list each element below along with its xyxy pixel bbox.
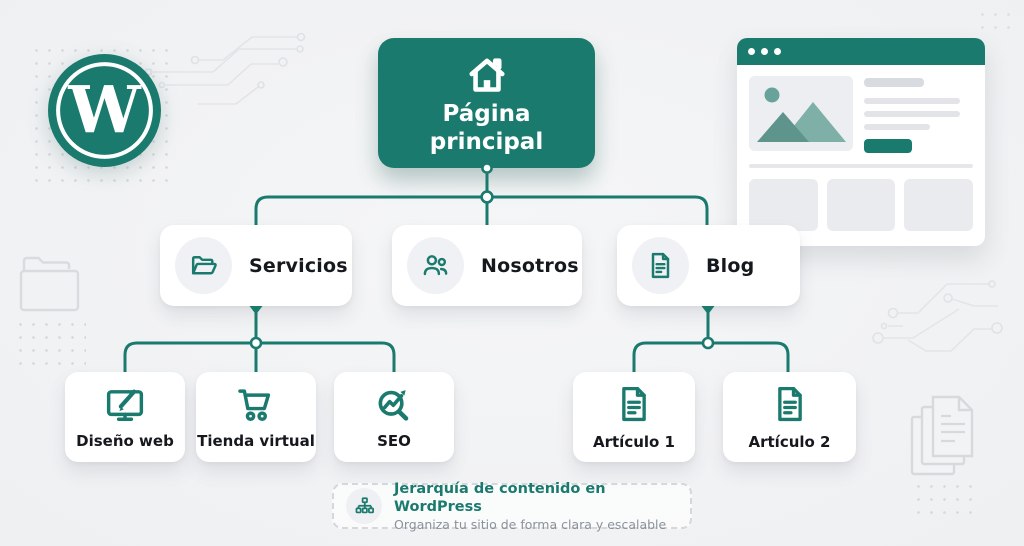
card-placeholder	[826, 179, 896, 231]
window-dot-icon	[761, 48, 768, 55]
caption-subtitle: Organiza tu sitio de forma clara y escal…	[394, 516, 667, 532]
icon-circle	[346, 488, 382, 524]
node-label: Tienda virtual	[197, 432, 315, 450]
caption-text: Jerarquía de contenido en WordPress Orga…	[394, 480, 690, 533]
icon-circle	[632, 237, 689, 294]
node-tienda-virtual: Tienda virtual	[196, 372, 316, 462]
article-icon	[777, 386, 802, 422]
card-placeholder	[904, 179, 974, 231]
node-label: Artículo 2	[748, 433, 831, 451]
shopping-cart-icon	[238, 389, 271, 422]
wordpress-logo: W	[48, 54, 161, 167]
circuit-traces-right	[884, 283, 998, 352]
seo-magnifier-icon	[378, 390, 409, 421]
button-placeholder	[864, 139, 912, 153]
node-diseno-web: Diseño web	[65, 372, 185, 462]
window-dot-icon	[748, 48, 755, 55]
node-label: Blog	[706, 254, 755, 277]
divider	[749, 164, 973, 168]
dot-grid	[976, 8, 1018, 38]
stacked-documents-icon	[910, 395, 974, 476]
card-placeholder	[749, 179, 818, 231]
window-dot-icon	[774, 48, 781, 55]
document-icon	[651, 252, 670, 279]
node-nosotros: Nosotros	[392, 225, 582, 306]
browser-content	[737, 65, 985, 231]
node-servicios: Servicios	[160, 225, 352, 306]
circuit-nodes-right	[872, 280, 1003, 344]
text-placeholder-lines	[864, 76, 973, 153]
home-icon	[468, 58, 505, 92]
sitemap-icon	[355, 496, 374, 513]
folder-icon	[191, 256, 217, 275]
root-node-label: Página principal	[429, 101, 544, 155]
node-label: SEO	[377, 432, 411, 450]
caption-title: Jerarquía de contenido en WordPress	[394, 480, 606, 515]
dot-grid	[14, 318, 86, 368]
web-design-icon	[106, 389, 144, 421]
browser-window-mockup	[737, 38, 985, 246]
node-articulo-1: Artículo 1	[573, 372, 695, 462]
node-label: Diseño web	[76, 432, 174, 450]
users-icon	[423, 255, 448, 276]
node-articulo-2: Artículo 2	[723, 372, 856, 462]
dot-grid	[912, 480, 980, 516]
folder-outline-icon	[19, 256, 80, 312]
node-blog: Blog	[617, 225, 800, 306]
node-pagina-principal: Página principal	[378, 38, 595, 168]
node-label: Nosotros	[481, 254, 579, 277]
node-label: Artículo 1	[593, 433, 675, 451]
circuit-traces-top-left	[152, 36, 297, 105]
browser-title-bar	[737, 38, 985, 65]
caption-box: Jerarquía de contenido en WordPress Orga…	[332, 481, 692, 532]
icon-circle	[407, 237, 464, 294]
icon-circle	[175, 237, 232, 294]
image-placeholder-icon	[749, 76, 853, 151]
wordpress-w-letter: W	[67, 73, 142, 149]
article-icon	[622, 386, 646, 422]
node-seo: SEO	[334, 372, 454, 462]
node-label: Servicios	[249, 254, 348, 277]
